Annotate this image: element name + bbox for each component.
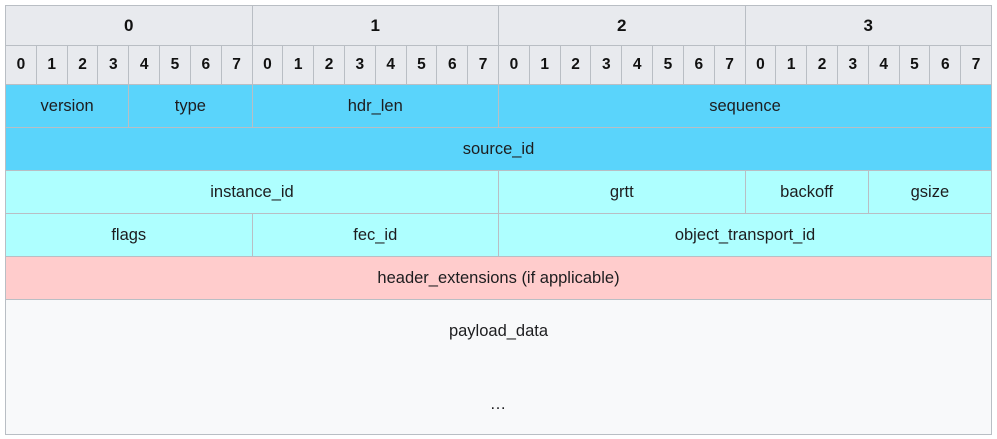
bit-ruler-cell: 1 [282, 45, 315, 85]
field-row-3: flags fec_id object_transport_id [5, 213, 992, 257]
packet-layout-table: 0 1 2 3 0 1 2 3 4 5 6 7 0 1 2 3 4 5 6 [4, 5, 993, 435]
field-sequence: sequence [498, 84, 992, 128]
bit-ruler-cell: 4 [867, 45, 900, 85]
payload-content: payload_data … [7, 301, 991, 434]
bit-ruler-cell: 5 [159, 45, 191, 85]
bit-ruler-cell: 1 [775, 45, 808, 85]
field-object-transport-id: object_transport_id [498, 213, 992, 257]
bit-ruler-cell: 5 [652, 45, 684, 85]
field-header-extensions: header_extensions (if applicable) [5, 256, 992, 300]
field-row-0: version type hdr_len sequence [4, 84, 992, 128]
bit-ruler-cell: 5 [898, 45, 931, 85]
payload-data-label: payload_data [448, 322, 549, 340]
bit-ruler-cell: 0 [744, 45, 777, 85]
bit-ruler-cell: 4 [128, 45, 161, 85]
bit-ruler-cell: 4 [374, 45, 407, 85]
field-instance-id: instance_id [5, 170, 499, 214]
field-version: version [4, 84, 130, 128]
field-type: type [128, 84, 253, 128]
bit-ruler-cell: 7 [960, 45, 992, 85]
field-row-2: instance_id grtt backoff gsize [5, 170, 993, 214]
bit-ruler-cell: 7 [220, 45, 253, 85]
payload-row: payload_data … [5, 299, 992, 435]
payload-ellipsis: … [489, 395, 508, 413]
field-hdr-len: hdr_len [251, 84, 499, 128]
bit-ruler-cell: 2 [559, 45, 592, 85]
bit-ruler-cell: 0 [5, 45, 37, 85]
bit-ruler-cell: 3 [590, 45, 623, 85]
byte-ruler-cell-3: 3 [744, 5, 992, 46]
bit-ruler-cell: 3 [343, 45, 376, 85]
bit-ruler-cell: 6 [436, 45, 469, 85]
bit-ruler-cell: 1 [528, 45, 561, 85]
field-fec-id: fec_id [251, 213, 499, 257]
bit-ruler-row: 0 1 2 3 4 5 6 7 0 1 2 3 4 5 6 7 0 1 2 3 [5, 45, 992, 85]
bit-ruler-cell: 7 [713, 45, 746, 85]
bit-ruler-cell: 6 [682, 45, 715, 85]
field-backoff: backoff [744, 170, 869, 214]
bit-ruler-cell: 2 [66, 45, 99, 85]
bit-ruler-cell: 2 [313, 45, 345, 85]
bit-ruler-cell: 0 [498, 45, 530, 85]
field-row-4: header_extensions (if applicable) [5, 256, 992, 300]
bit-ruler-cell: 3 [97, 45, 130, 85]
field-source-id: source_id [5, 127, 992, 171]
bit-ruler-cell: 0 [251, 45, 284, 85]
byte-ruler-row: 0 1 2 3 [5, 5, 992, 46]
bit-ruler-cell: 5 [405, 45, 438, 85]
field-row-1: source_id [5, 127, 992, 171]
byte-ruler-cell-2: 2 [498, 5, 746, 46]
bit-ruler-cell: 4 [621, 45, 654, 85]
field-payload-data: payload_data … [5, 299, 992, 435]
field-grtt: grtt [498, 170, 746, 214]
bit-ruler-cell: 6 [189, 45, 222, 85]
field-gsize: gsize [867, 170, 993, 214]
bit-ruler-cell: 2 [806, 45, 838, 85]
bit-ruler-cell: 3 [836, 45, 869, 85]
bit-ruler-cell: 6 [929, 45, 962, 85]
byte-ruler-cell-1: 1 [251, 5, 499, 46]
byte-ruler-cell-0: 0 [5, 5, 253, 46]
packet-table-body: 0 1 2 3 0 1 2 3 4 5 6 7 0 1 2 3 4 5 6 [4, 5, 993, 435]
bit-ruler-cell: 1 [35, 45, 68, 85]
bit-ruler-cell: 7 [467, 45, 499, 85]
field-flags: flags [5, 213, 253, 257]
